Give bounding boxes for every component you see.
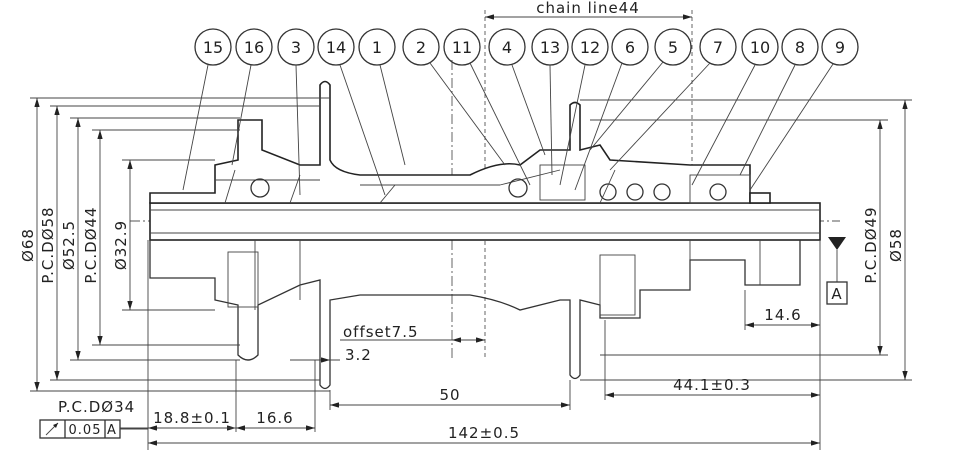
dimension-label: 16.6: [256, 409, 293, 427]
dimension-label: A: [107, 423, 117, 438]
dimension-label: 8: [795, 38, 805, 57]
dimension-label: P.C.DØ34: [58, 398, 135, 416]
balloon-13: 13: [531, 28, 569, 176]
dimension-label: 13: [540, 38, 560, 57]
dimension-label: 14.6: [764, 306, 801, 324]
dimension-label: 7: [713, 38, 723, 57]
dimension-label: 1: [372, 38, 382, 57]
balloon-10: 10: [691, 28, 779, 186]
dimension-label: 6: [625, 38, 635, 57]
dimension-label: 11: [452, 38, 472, 57]
dimension-label: Ø32.9: [112, 220, 130, 270]
dimension-label: offset7.5: [343, 323, 419, 341]
dimension-label: 10: [750, 38, 770, 57]
balloon-9: 9: [749, 28, 859, 191]
dimension-label: 16: [244, 38, 264, 57]
datum-a: A: [826, 237, 848, 305]
balloon-15: 15: [182, 28, 232, 191]
balloon-3: 3: [277, 28, 315, 196]
bottom-dimensions: 18.8±0.1 16.6 142±0.5 50 44.1±0.3 14.6 o…: [120, 240, 821, 450]
balloon-7: 7: [609, 28, 737, 171]
balloon-6: 6: [574, 28, 649, 191]
runout-arrow-icon: [45, 422, 59, 436]
balloon-4: 4: [488, 28, 546, 156]
axle: [149, 202, 821, 241]
dimension-label: 14: [326, 38, 346, 57]
dimension-label: 44.1±0.3: [673, 376, 751, 394]
runout-tolerance-frame: P.C.DØ34 0.05 A: [39, 398, 148, 439]
dimension-label: A: [831, 285, 842, 303]
part-balloons: 15 16 3 14 1 2 11 4 13 12 6 5 7 10 8 9: [182, 28, 859, 196]
balloon-11: 11: [443, 28, 531, 186]
dimension-label: 4: [502, 38, 512, 57]
dimension-label: Ø68: [19, 228, 37, 262]
dimension-label: 5: [668, 38, 678, 57]
dimension-label: 3: [291, 38, 301, 57]
dimension-label: 18.8±0.1: [153, 409, 231, 427]
balloon-14: 14: [317, 28, 386, 196]
balloon-12: 12: [559, 28, 609, 186]
balloon-5: 5: [589, 28, 692, 151]
dimension-label: 3.2: [345, 346, 372, 364]
hub-shell-upper: [149, 80, 771, 204]
dimension-label: 50: [439, 386, 460, 404]
dimension-label: 0.05: [69, 423, 102, 438]
dimension-label: 15: [203, 38, 223, 57]
dimension-label: chain line44: [536, 0, 640, 17]
balloon-2: 2: [402, 28, 506, 166]
dimension-label: P.C.DØ44: [82, 206, 100, 283]
hub-shell-lower: [149, 240, 801, 390]
dimension-label: Ø58: [887, 228, 905, 262]
dimension-label: P.C.DØ49: [862, 206, 880, 283]
dimension-label: 9: [835, 38, 845, 57]
right-diameter-dimensions: P.C.DØ49 Ø58: [580, 99, 912, 381]
dimension-label: P.C.DØ58: [39, 206, 57, 283]
balloon-1: 1: [358, 28, 406, 166]
dimension-label: Ø52.5: [60, 220, 78, 270]
dimension-label: 2: [416, 38, 426, 57]
chain-line-dimension: chain line44: [485, 0, 692, 20]
dimension-label: 142±0.5: [448, 424, 520, 442]
left-diameter-dimensions: Ø68 P.C.DØ58 Ø52.5 P.C.DØ44 Ø32.9: [19, 97, 330, 392]
dimension-label: 12: [580, 38, 600, 57]
balloon-16: 16: [231, 28, 273, 166]
